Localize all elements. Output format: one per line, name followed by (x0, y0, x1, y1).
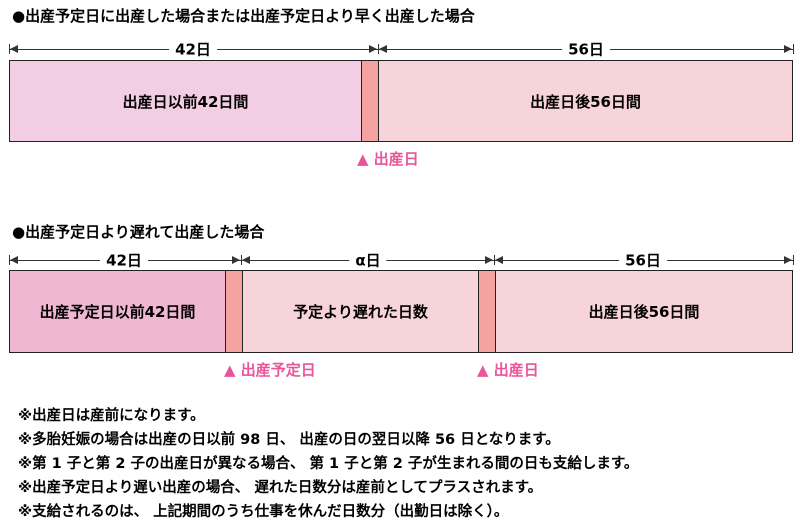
section2-heading: ●出産予定日より遅れて出産した場合 (12, 223, 265, 241)
section2-due-day (225, 271, 242, 352)
section1-heading: ●出産予定日に出産した場合または出産予定日より早く出産した場合 (12, 7, 475, 25)
section2-dim-before-label: 42日 (100, 249, 148, 271)
note-item: ※第 1 子と第 2 子の出産日が異なる場合、 第 1 子と第 2 子が生まれる… (18, 456, 639, 472)
section2-post-period: 出産日後56日間 (495, 271, 792, 352)
section2-timeline-bar: 出産予定日以前42日間 予定より遅れた日数 出産日後56日間 (9, 270, 793, 353)
section1-birth-marker: ▲ 出産日 (357, 150, 419, 168)
section2-birth-marker: ▲ 出産日 (477, 361, 539, 379)
section1-dim-before-label: 42日 (169, 38, 217, 60)
section2-delay-period: 予定より遅れた日数 (242, 271, 478, 352)
section2-birth-day (478, 271, 495, 352)
note-item: ※出産予定日より遅い出産の場合、 遅れた日数分は産前としてプラスされます。 (18, 480, 543, 496)
section1-timeline-bar: 出産日以前42日間 出産日後56日間 (9, 60, 793, 142)
note-item: ※多胎妊娠の場合は出産の日以前 98 日、 出産の日の翌日以降 56 日となりま… (18, 432, 560, 448)
section2-dim-alpha-label: α日 (349, 249, 387, 271)
section1-dim-after-label: 56日 (562, 38, 610, 60)
section1-post-period: 出産日後56日間 (378, 61, 792, 141)
section2-due-marker: ▲ 出産予定日 (224, 361, 316, 379)
section2-pre-period: 出産予定日以前42日間 (10, 271, 225, 352)
section2-dim-after-label: 56日 (619, 249, 667, 271)
note-item: ※支給されるのは、 上記期間のうち仕事を休んだ日数分（出勤日は除く）。 (18, 504, 509, 520)
section1-birth-day (361, 61, 378, 141)
note-item: ※出産日は産前になります。 (18, 408, 205, 424)
section1-pre-period: 出産日以前42日間 (10, 61, 361, 141)
